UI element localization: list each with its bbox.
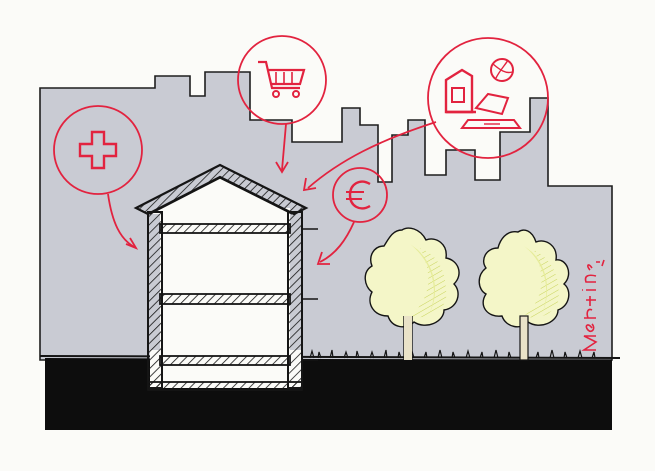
- house-icon: [446, 70, 476, 112]
- shopping-cart-icon: [238, 36, 326, 124]
- ball-icon: [491, 59, 513, 81]
- ground: [45, 358, 612, 430]
